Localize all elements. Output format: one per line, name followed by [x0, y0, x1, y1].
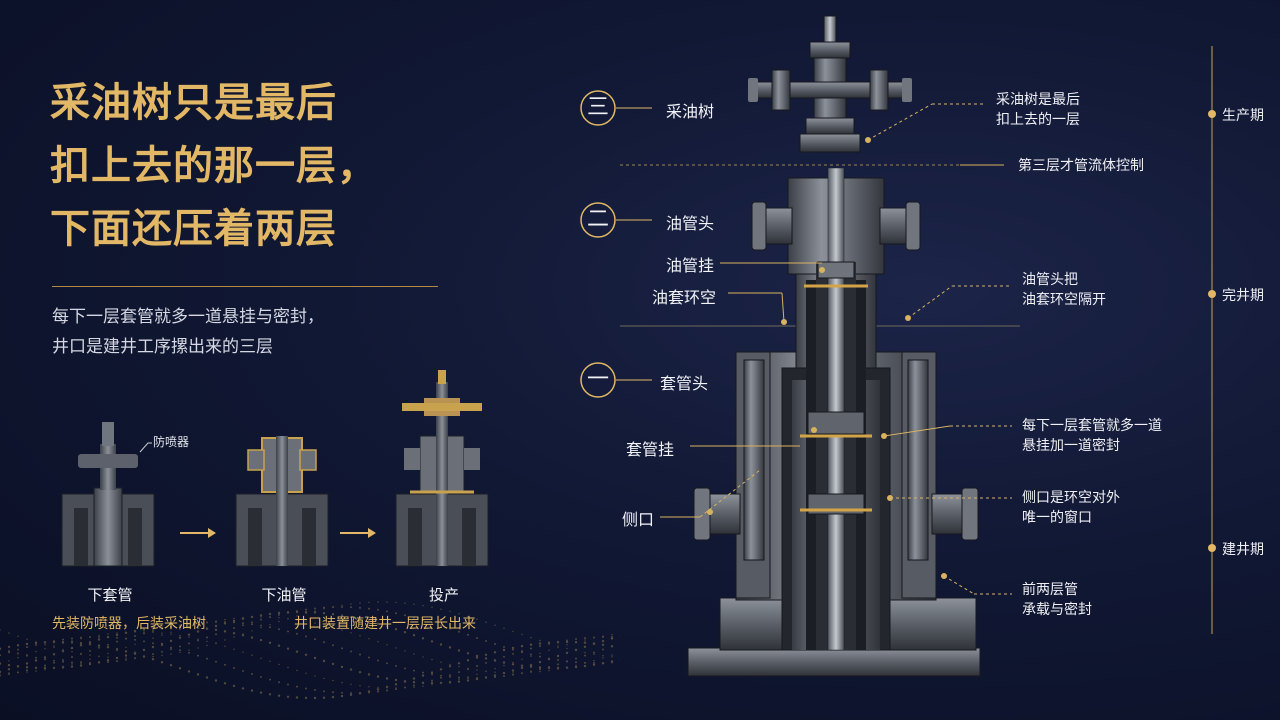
bop-callout-label: 防喷器	[153, 435, 190, 449]
annotation-flow-control: 第三层才管流体控制	[1018, 158, 1144, 174]
tubing-hanger-label: 油管挂	[666, 256, 715, 275]
layer-2-marker: 二	[586, 207, 609, 232]
page-title: 采油树只是最后 扣上去的那一层， 下面还压着两层	[50, 80, 378, 252]
step-label-tubing: 下油管	[261, 586, 307, 604]
wellhead-cross-section	[580, 15, 1216, 677]
title-divider	[52, 286, 438, 287]
layer-3-marker: 三	[586, 95, 609, 120]
layer-2-name: 油管头	[666, 214, 715, 233]
annotation-bottom-two: 前两层管 承载与密封	[1022, 582, 1092, 618]
side-outlet-label: 侧口	[622, 510, 655, 529]
layer-1-name: 套管头	[660, 374, 709, 393]
annotation-tubing-head: 油管头把 油套环空隔开	[1022, 272, 1106, 308]
step-label-casing: 下套管	[87, 586, 133, 604]
timeline-completion: 完井期	[1222, 288, 1264, 304]
layer-1-marker: 一	[586, 367, 609, 392]
annotation-casing-seal: 每下一层套管就多一道 悬挂加一道密封	[1022, 418, 1162, 454]
timeline-construction: 建井期	[1222, 542, 1264, 558]
annulus-label: 油套环空	[652, 288, 717, 307]
callout-leader	[139, 442, 152, 453]
page-subtitle: 每下一层套管就多一道悬挂与密封， 井口是建井工序摞出来的三层	[52, 307, 324, 357]
arrow-icon	[340, 528, 376, 538]
casing-hanger-label: 套管挂	[626, 440, 675, 459]
step-note-bop-first: 先装防喷器，后装采油树	[52, 616, 206, 632]
assembly-steps-illustration	[61, 370, 489, 567]
annotation-tree: 采油树是最后 扣上去的一层	[996, 92, 1080, 128]
particle-wave-decoration	[0, 601, 620, 700]
step-label-production: 投产	[428, 586, 459, 604]
layer-3-name: 采油树	[666, 102, 715, 121]
step-production-illustration	[395, 370, 489, 567]
step-tubing-illustration	[235, 436, 329, 567]
step-note-layers-grow: 井口装置随建井一层层长出来	[294, 616, 476, 632]
step-casing-illustration	[61, 422, 155, 567]
timeline-production: 生产期	[1222, 108, 1264, 124]
annotation-side-outlet: 侧口是环空对外 唯一的窗口	[1022, 490, 1120, 526]
arrow-icon	[180, 528, 216, 538]
